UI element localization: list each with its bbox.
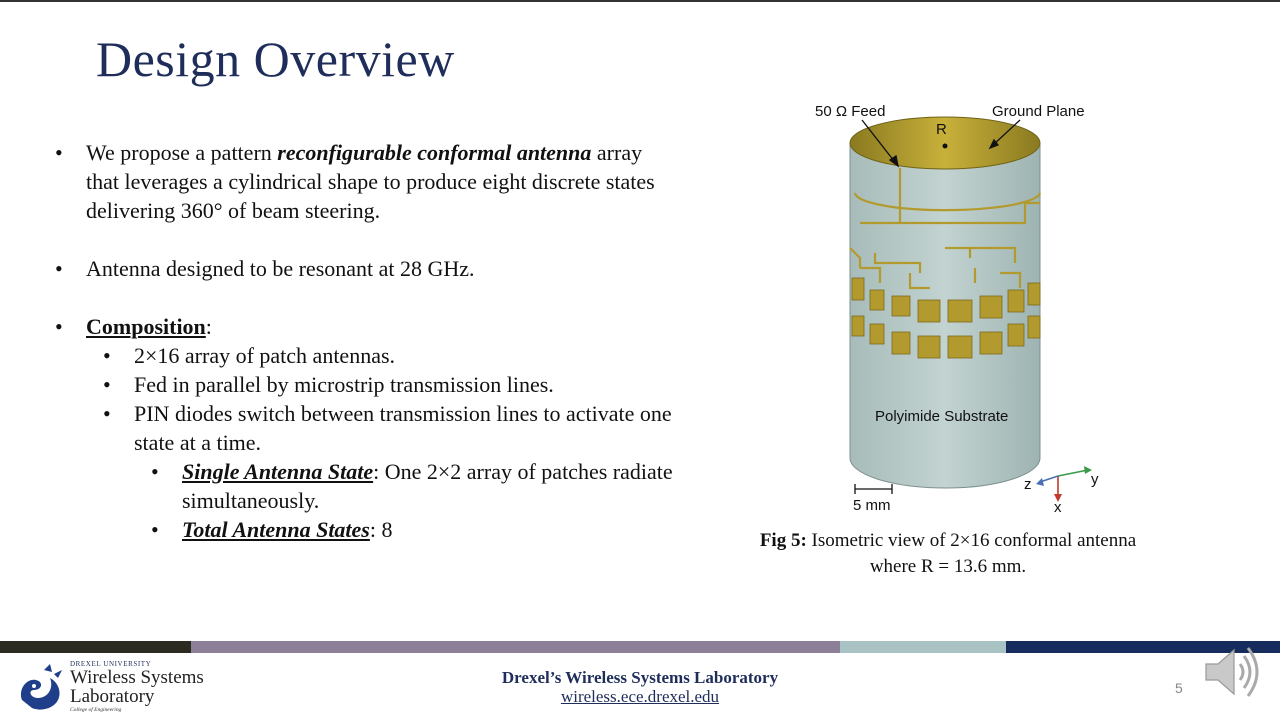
axis-z-label: z [1024,476,1032,493]
composition-colon: : [205,314,212,339]
cylinder-body [849,142,1041,489]
footer-stripe-teal [840,641,1006,653]
subsub-bullet-total-states: • Total Antenna States: 8 [151,515,675,544]
bullet-emphasis: reconfigurable conformal antenna [277,140,592,165]
sub-bullet-feed: • Fed in parallel by microstrip transmis… [103,370,675,399]
single-state-label: Single Antenna State [182,459,374,484]
feed-network [849,168,1042,290]
logo-university: DREXEL UNIVERSITY [70,660,152,668]
bullet-dot: • [55,140,63,165]
bullet-resonance: • Antenna designed to be resonant at 28 … [55,254,675,283]
bullet-text: : 8 [369,517,393,542]
radius-label: R [936,121,947,138]
subsub-bullet-single-state: • Single Antenna State: One 2×2 array of… [151,457,675,515]
antenna-diagram: 50 Ω Feed Ground Plane R Polyimide Subst… [815,103,1099,516]
composition-label: Composition [86,314,206,339]
antenna-figure: 50 Ω Feed Ground Plane R Polyimide Subst… [800,98,1110,518]
bullet-dot: • [103,401,111,426]
slide-top-border [0,0,1280,2]
footer-lab-name: Drexel’s Wireless Systems Laboratory [501,668,779,687]
bullet-dot: • [151,459,159,484]
logo-college: College of Engineering [70,707,122,713]
cylinder-top-inner [849,116,1041,170]
bullet-dot: • [151,517,159,542]
total-states-label: Total Antenna States [182,517,370,542]
bullet-text: PIN diodes switch between transmission l… [134,401,672,455]
footer-stripe-navy [1006,641,1280,653]
bullet-dot: • [103,372,111,397]
axis-triad [1036,466,1092,502]
footer-stripe-purple [191,641,840,653]
bullet-proposal: • We propose a pattern reconfigurable co… [55,138,675,225]
bullet-text: Antenna designed to be resonant at 28 GH… [86,256,475,281]
lab-logo-text: DREXEL UNIVERSITY Wireless Systems Labor… [70,660,204,714]
bullet-text: Fed in parallel by microstrip transmissi… [134,372,554,397]
dragon-logo-icon [20,664,62,710]
bullet-text: array that leverages a cylindrical shape… [86,140,655,223]
bullet-text: We propose a pattern [86,140,278,165]
scale-bar [854,484,893,494]
logo-line-2: Laboratory [70,686,155,707]
caption-label: Fig 5: [759,530,807,551]
bullet-dot: • [103,343,111,368]
logo-line-1: Wireless Systems [70,667,204,688]
slide-footer [0,653,1280,720]
figure-caption: Fig 5: Isometric view of 2×16 conformal … [740,528,1156,580]
patch-row-top [851,277,1041,323]
axis-x-label: x [1054,499,1062,516]
bullet-text: 2×16 array of patch antennas. [134,343,396,368]
radius-center-dot [942,143,948,149]
sub-bullet-diodes: • PIN diodes switch between transmission… [103,399,675,457]
footer-lab-info: Drexel’s Wireless Systems Laboratory wir… [440,668,840,706]
feed-label: 50 Ω Feed [815,103,885,120]
slide-title: Design Overview [96,31,455,87]
bullet-dot: • [55,256,63,281]
bullet-list: • We propose a pattern reconfigurable co… [55,138,675,544]
footer-lab-url[interactable]: wireless.ece.drexel.edu [560,687,720,706]
caption-text: Isometric view of 2×16 conformal antenna… [806,530,1137,577]
ground-plane-label: Ground Plane [992,103,1085,120]
sub-bullet-array: • 2×16 array of patch antennas. [103,341,675,370]
bullet-text: : One 2×2 array of patches radiate simul… [182,459,673,513]
page-number: 5 [1175,680,1183,696]
patch-row-bottom [851,315,1041,359]
bullet-composition: • Composition: [55,312,675,341]
bullet-dot: • [55,314,63,339]
speaker-icon[interactable] [1198,640,1268,704]
label-arrows [861,119,1021,168]
footer-stripe-dark [0,641,191,653]
axis-y-label: y [1091,471,1099,488]
scale-label: 5 mm [853,497,891,514]
substrate-label: Polyimide Substrate [875,408,1008,425]
